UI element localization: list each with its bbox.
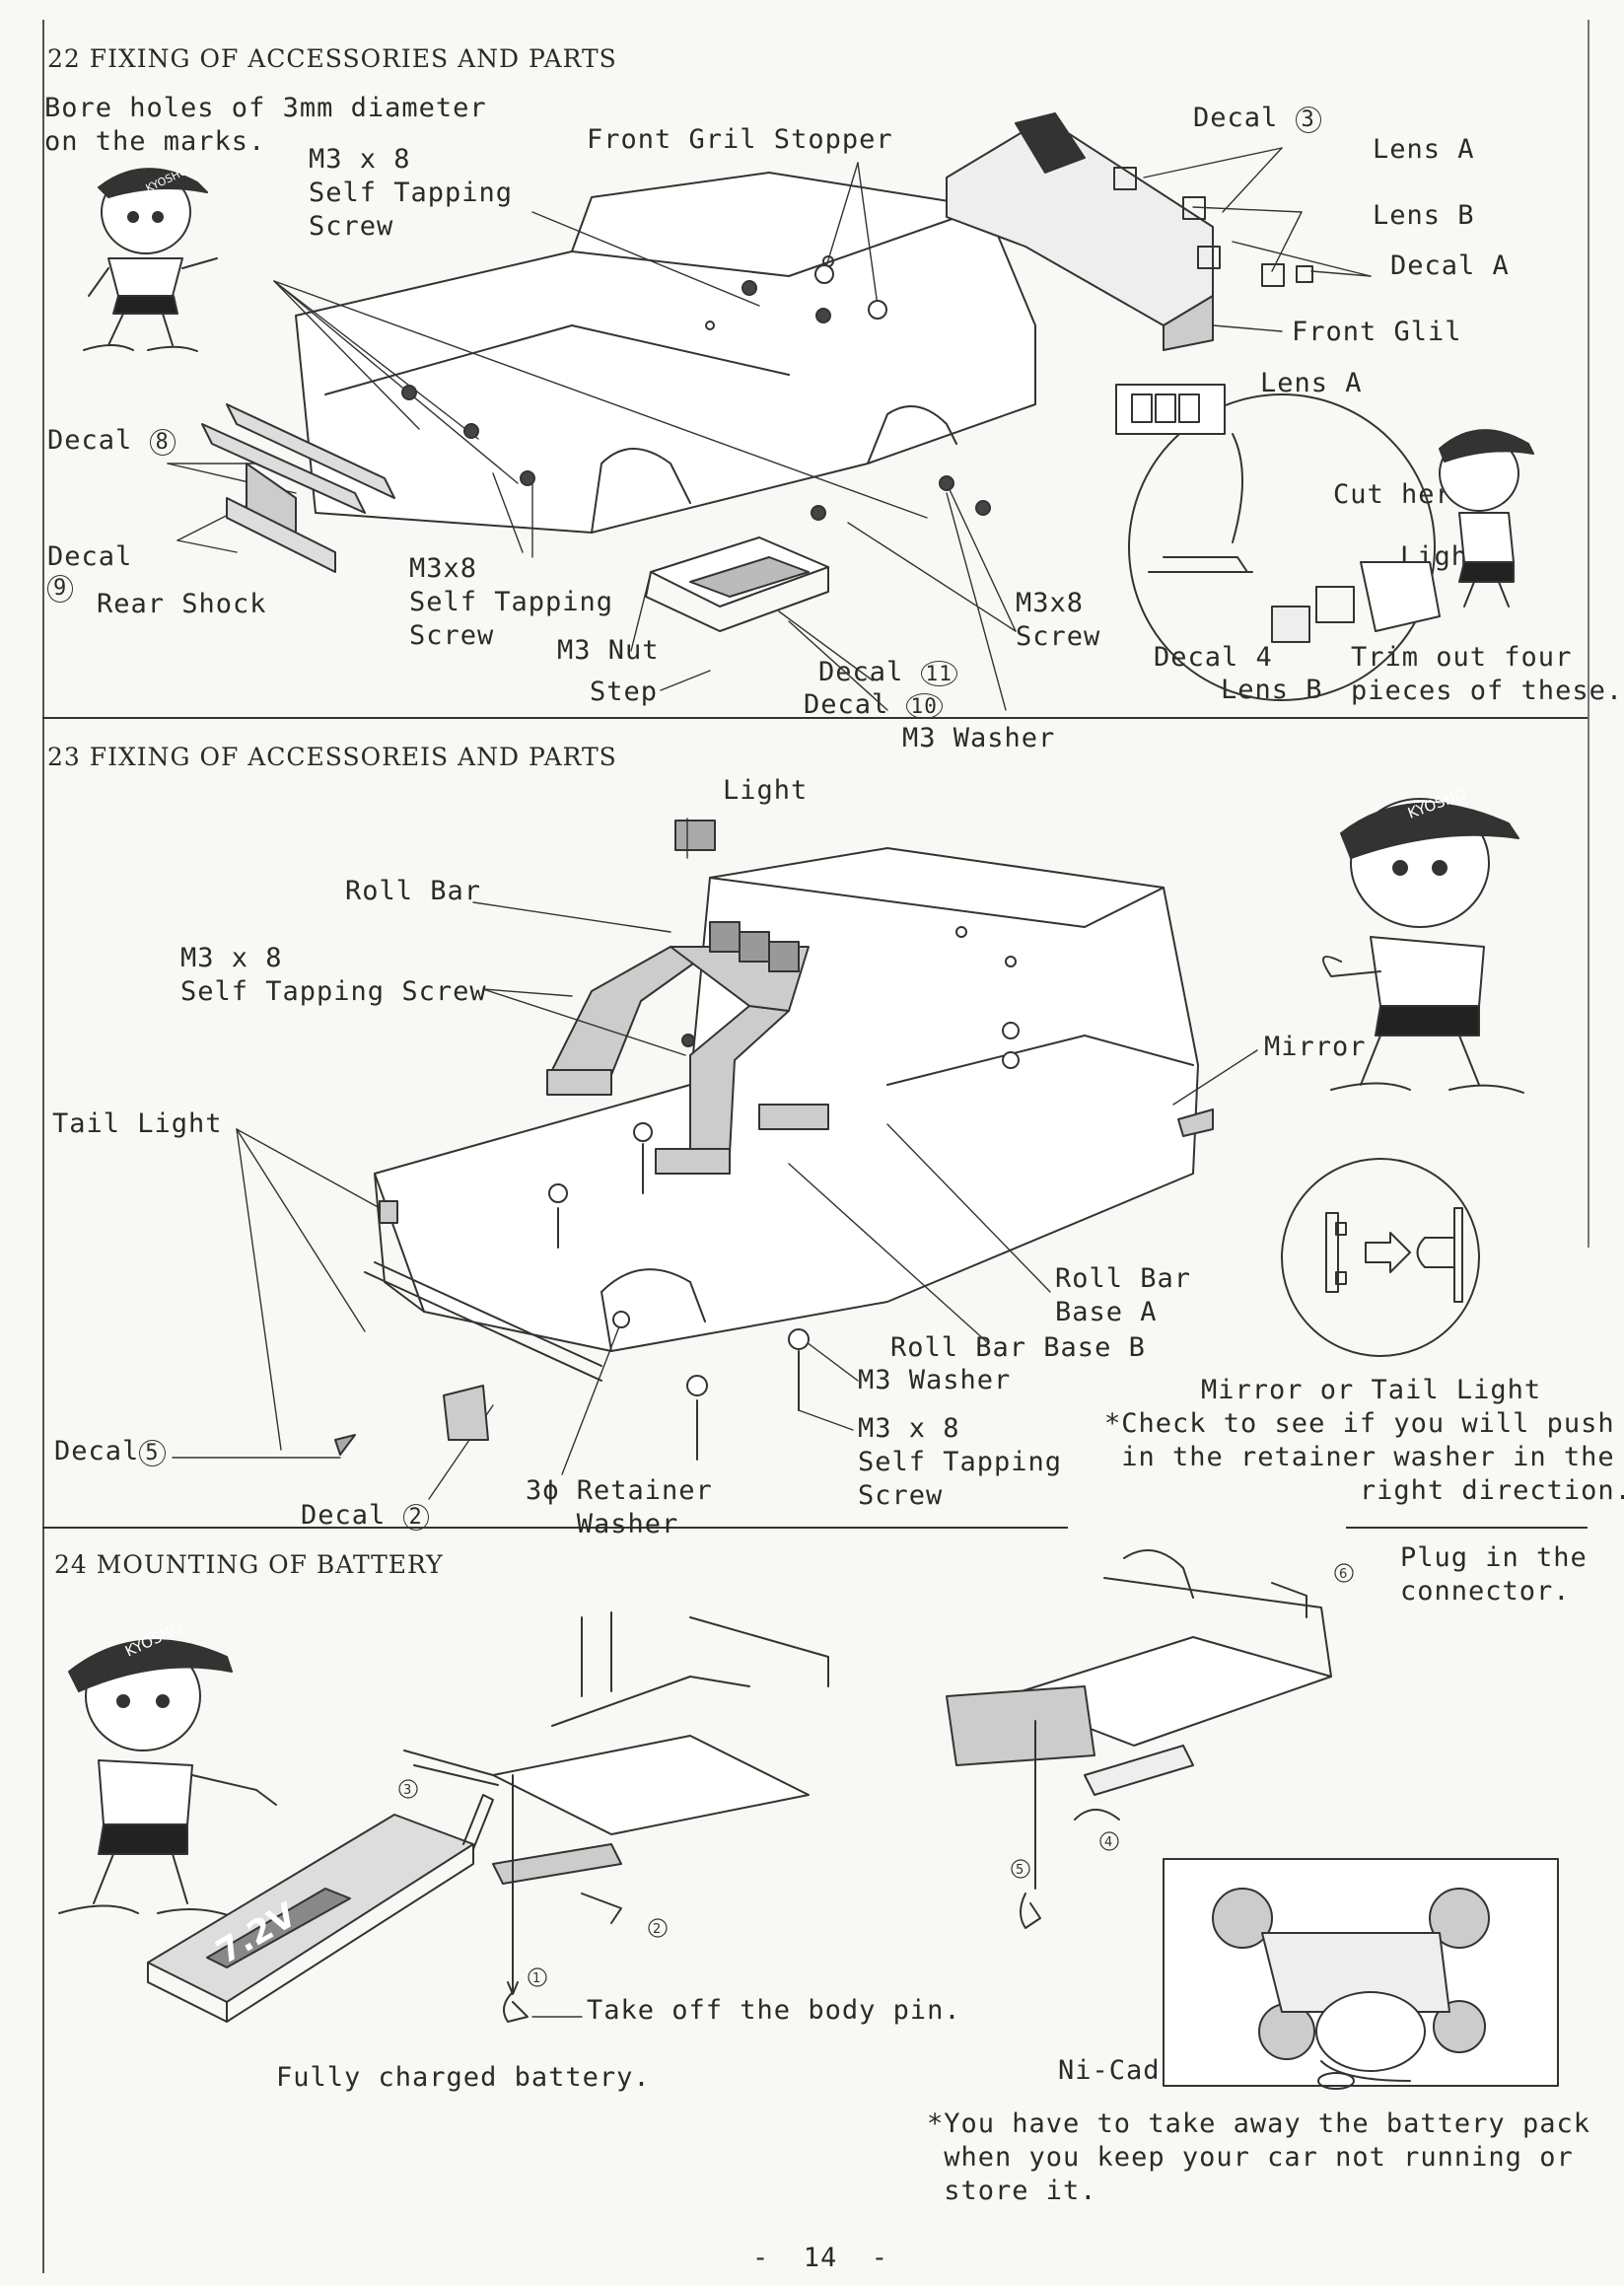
- storage-note: *You have to take away the battery pack …: [927, 2108, 1590, 2206]
- front-gril-stopper-label: Front Gril Stopper: [587, 124, 893, 155]
- step-4-marker: 4: [1104, 1835, 1112, 1850]
- screws-22: [401, 264, 991, 521]
- decal-3-label: Decal 3: [1193, 102, 1321, 137]
- fully-charged-label: Fully charged battery.: [276, 2062, 651, 2093]
- m3x8-screw-label-23b: M3 x 8 Self Tapping Screw: [858, 1413, 1063, 1511]
- lens-b-label-1: Lens B: [1373, 200, 1475, 231]
- decal-5-number: 5: [139, 1440, 166, 1466]
- body-pin: [503, 1893, 1041, 2023]
- decal-8-number: 8: [149, 429, 176, 456]
- section-24-title: 24 MOUNTING OF BATTERY: [54, 1550, 444, 1579]
- take-off-pin-label: Take off the body pin.: [587, 1995, 961, 2026]
- truck-body-23: [374, 847, 1199, 1352]
- battery-pack: 7.2V: [147, 1794, 494, 2023]
- mirror-or-tail-light-label: Mirror or Tail Light: [1201, 1375, 1542, 1405]
- step-3-marker: 3: [403, 1783, 411, 1798]
- decal-11-number: 11: [920, 661, 957, 686]
- roll-bar-base-b-label: Roll Bar Base B: [890, 1332, 1146, 1363]
- decal-3-number: 3: [1295, 107, 1321, 133]
- front-glil-label: Front Glil: [1292, 317, 1462, 347]
- m3x8-screw-label-mid: M3x8 Self Tapping Screw: [409, 553, 614, 651]
- decal-a-label: Decal A: [1390, 250, 1510, 281]
- trim-label: Trim out four pieces of these.: [1351, 642, 1624, 706]
- page-number: - 14 -: [752, 2243, 889, 2273]
- light-detail-inset: [1115, 384, 1441, 701]
- section-23-title: 23 FIXING OF ACCESSOREIS AND PARTS: [47, 743, 617, 771]
- m3x8-screw-label-right: M3x8 Screw: [1016, 588, 1101, 652]
- step-label: Step: [590, 677, 659, 707]
- m3-washer-label-23: M3 Washer: [858, 1365, 1012, 1395]
- m3x8-screw-label-23: M3 x 8 Self Tapping Screw: [180, 943, 487, 1007]
- section-divider-22: [42, 717, 1588, 719]
- crashed-car-illustration: [1163, 1858, 1559, 2090]
- front-gril-22: [946, 112, 1313, 351]
- decal-9-number: 9: [47, 575, 74, 603]
- mirror-inset: [1281, 1158, 1480, 1357]
- step-1-marker: 1: [532, 1971, 540, 1986]
- decal-2-label: Decal 2: [301, 1499, 429, 1535]
- plug-connector-label: Plug in the connector.: [1400, 1542, 1588, 1607]
- tail-light-label: Tail Light: [52, 1108, 223, 1139]
- mirror-label: Mirror: [1264, 1032, 1367, 1062]
- section-divider-23: [42, 1527, 1068, 1529]
- mascot-24-illustration: KYOSHO: [58, 1618, 277, 1919]
- bore-holes-note: Bore holes of 3mm diameter on the marks.: [44, 93, 487, 157]
- roll-bar-23: [546, 820, 829, 1175]
- check-note: *Check to see if you will push in the re…: [1104, 1408, 1624, 1506]
- rear-shock-22: [201, 403, 395, 573]
- chassis-right: [946, 1549, 1332, 1890]
- chassis-left: [403, 1611, 829, 1995]
- mascot-22-right: [1439, 429, 1534, 607]
- roll-bar-label: Roll Bar: [345, 876, 482, 906]
- right-border: [1588, 20, 1589, 1248]
- step-6-marker: 6: [1339, 1567, 1347, 1582]
- leader-lines-22: [167, 147, 1372, 711]
- lens-a-label-2: Lens A: [1260, 368, 1363, 398]
- section-22-title: 22 FIXING OF ACCESSORIES AND PARTS: [47, 44, 617, 73]
- step-markers: 1 2 3 4 5 6: [398, 1563, 1354, 1987]
- decal-2-number: 2: [402, 1504, 429, 1531]
- m3x8-screw-label-top: M3 x 8 Self Tapping Screw: [309, 144, 514, 242]
- mascot-23-illustration: KYOSHO: [1322, 785, 1524, 1094]
- truck-body-22: [295, 172, 1036, 534]
- hardware-23: [334, 1022, 1214, 1461]
- decal-9-label: Decal: [47, 541, 133, 572]
- left-border: [42, 20, 44, 2273]
- step-2-marker: 2: [653, 1922, 661, 1937]
- lens-a-label-1: Lens A: [1373, 134, 1475, 165]
- mascot-22-illustration: KYOSHO: [83, 165, 218, 352]
- section-divider-23b: [1346, 1527, 1588, 1529]
- rear-shock-label: Rear Shock: [97, 589, 267, 619]
- step-22: [645, 536, 829, 632]
- decal-8-label: Decal 8: [47, 424, 176, 460]
- retainer-washer-label: 3ϕ Retainer Washer: [526, 1475, 713, 1539]
- decal-10-label: Decal 10: [804, 688, 943, 723]
- light-label-23: Light: [723, 775, 809, 806]
- roll-bar-base-a-label: Roll Bar Base A: [1055, 1263, 1192, 1327]
- m3-washer-label: M3 Washer: [902, 723, 1056, 753]
- decal-10-number: 10: [905, 693, 943, 719]
- step-5-marker: 5: [1016, 1863, 1024, 1878]
- decal-4-label: Decal 4: [1154, 642, 1273, 673]
